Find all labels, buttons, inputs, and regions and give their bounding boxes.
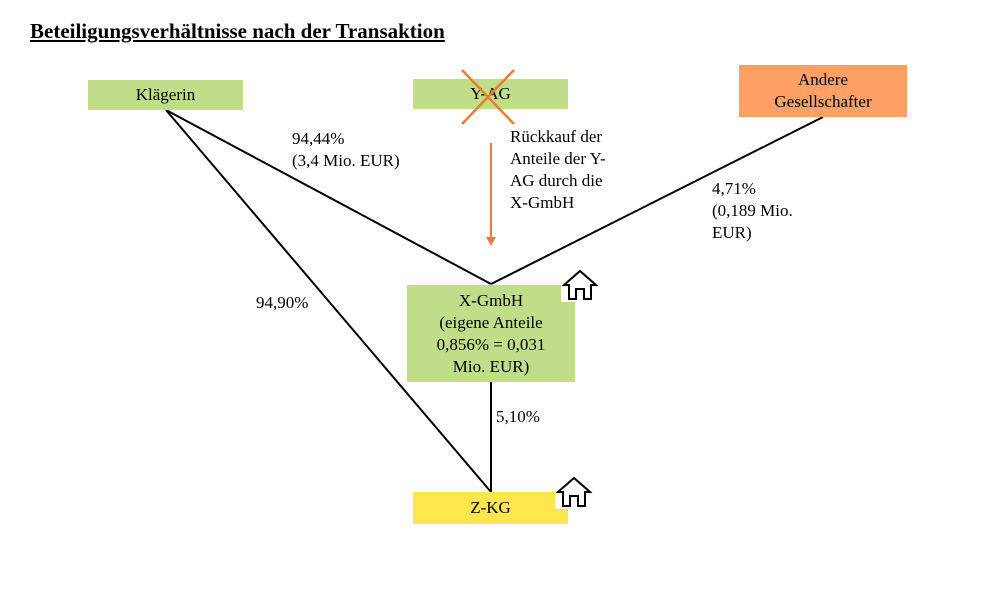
label-line: (0,189 Mio. <box>712 201 793 220</box>
node-z-kg: Z-KG <box>413 492 568 524</box>
label-line: Anteile der Y- <box>510 149 606 168</box>
label-line: (3,4 Mio. EUR) <box>292 151 400 170</box>
label-line: 4,71% <box>712 179 756 198</box>
line-klaegerin-zkg <box>165 109 492 493</box>
line-andere-xgmbh <box>490 116 824 285</box>
node-label: Klägerin <box>135 85 196 104</box>
node-label: Andere <box>797 70 849 89</box>
node-klaegerin: Klägerin <box>88 80 243 110</box>
house-icon <box>561 268 599 302</box>
node-y-ag: Y-AG <box>413 79 568 109</box>
cross-out-icon <box>461 69 515 125</box>
node-label: Gesellschafter <box>774 92 872 111</box>
house-icon <box>555 475 593 509</box>
node-label: (eigene Anteile <box>439 312 543 332</box>
label-andere-xgmbh: 4,71% (0,189 Mio. EUR) <box>712 178 793 244</box>
label-line: AG durch die <box>510 171 603 190</box>
label-rueckkauf: Rückkauf der Anteile der Y- AG durch die… <box>510 126 606 214</box>
label-line: EUR) <box>712 223 752 242</box>
node-x-gmbh: X-GmbH (eigene Anteile 0,856% = 0,031 Mi… <box>407 285 575 382</box>
label-klaegerin-zkg: 94,90% <box>256 293 309 312</box>
node-label: Mio. EUR) <box>452 356 530 376</box>
label-line: 94,44% <box>292 129 345 148</box>
line-klaegerin-xgmbh <box>165 109 492 285</box>
node-andere-gesellschafter: Andere Gesellschafter <box>739 65 907 117</box>
label-line: Rückkauf der <box>510 127 603 146</box>
label-xgmbh-zkg: 5,10% <box>496 407 540 426</box>
label-line: X-GmbH <box>510 193 575 212</box>
node-label: 0,856% = 0,031 <box>436 334 546 354</box>
label-klaegerin-xgmbh: 94,44% (3,4 Mio. EUR) <box>292 128 400 172</box>
page-title: Beteiligungsverhältnisse nach der Transa… <box>30 19 445 43</box>
node-label: Z-KG <box>470 498 511 517</box>
node-label: X-GmbH <box>458 290 524 310</box>
arrow-head <box>486 237 496 246</box>
